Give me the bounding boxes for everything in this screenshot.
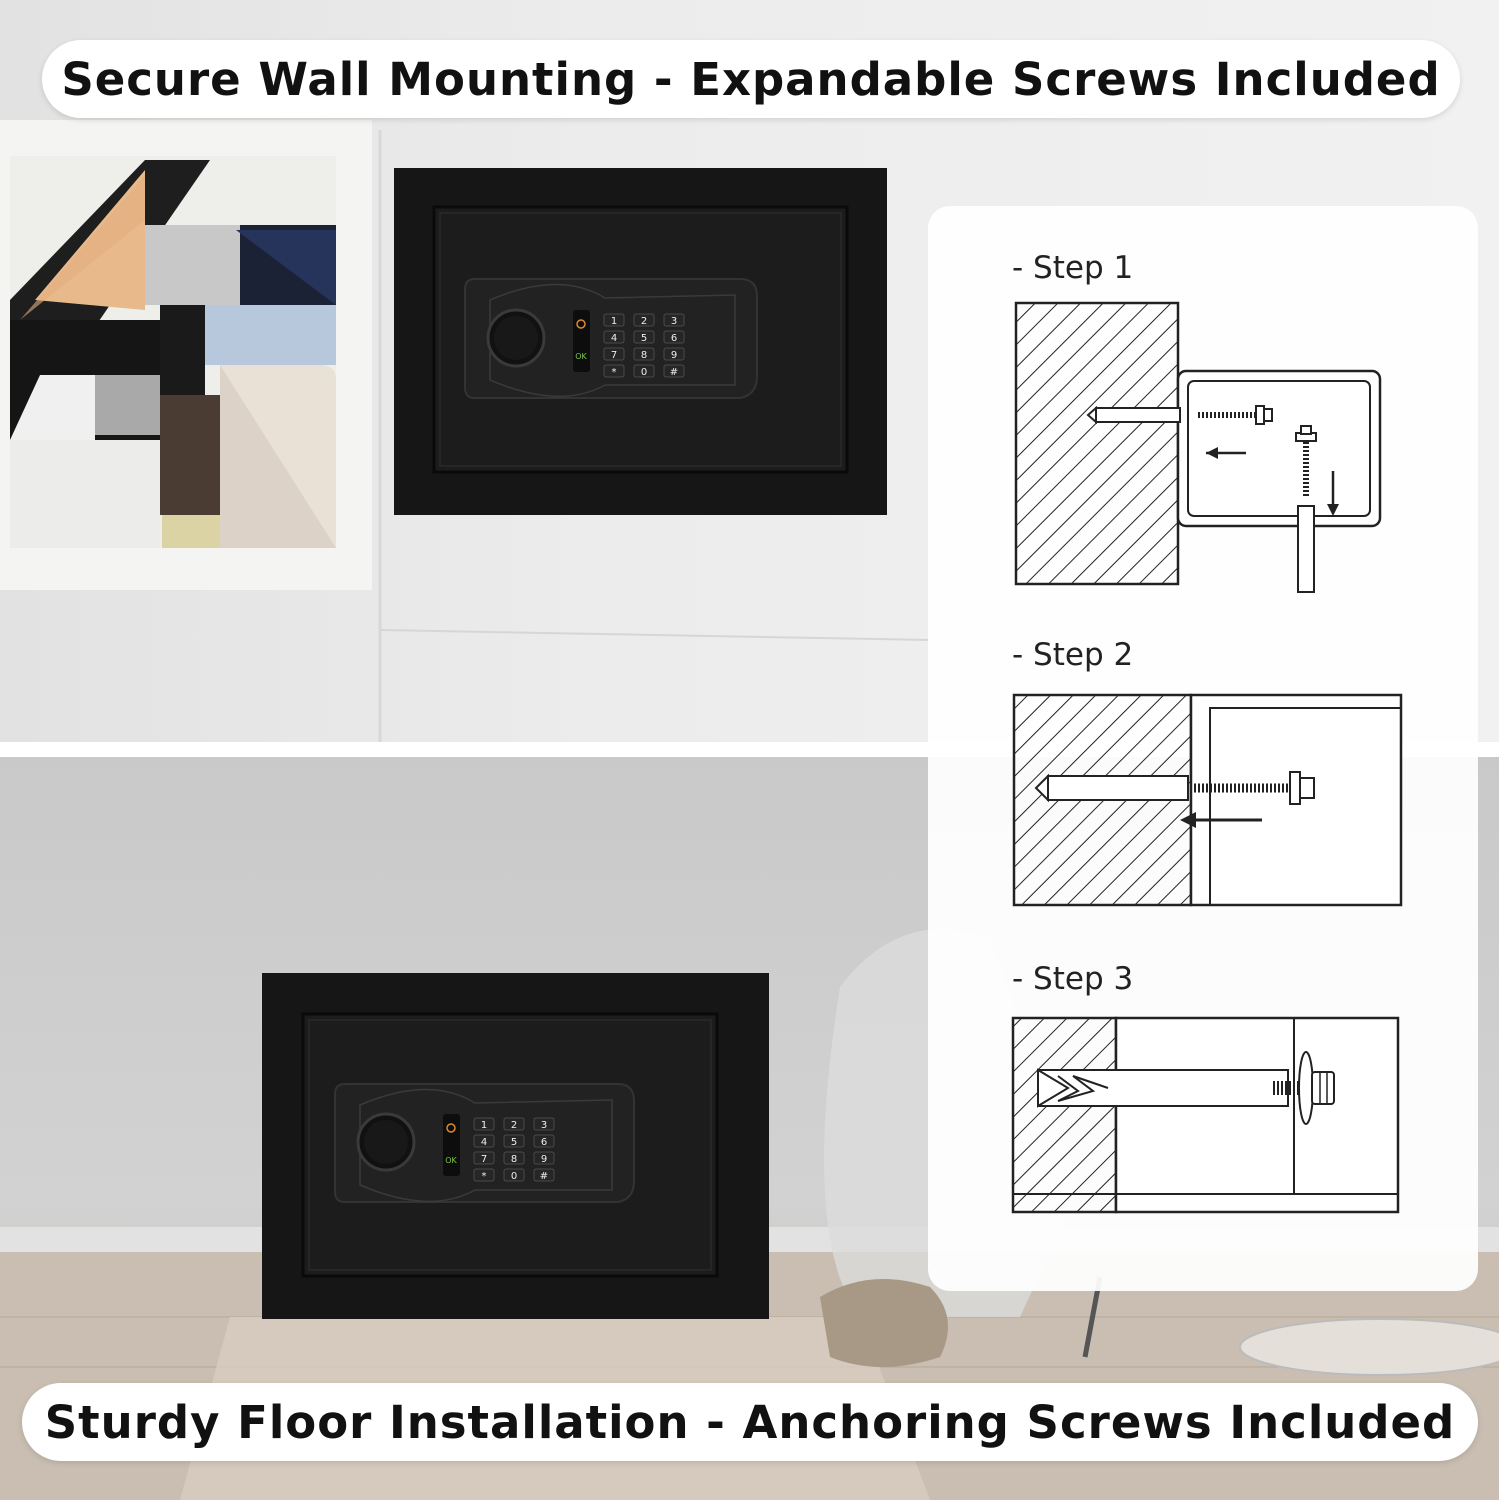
keypad-key-label: 3 — [671, 316, 677, 327]
wall-mounting-banner: Secure Wall Mounting - Expandable Screws… — [42, 40, 1460, 118]
keypad-key-label: 4 — [481, 1137, 487, 1148]
keypad-key — [633, 347, 655, 361]
keypad-key-label: * — [612, 367, 617, 378]
floor-installation-banner: Sturdy Floor Installation - Anchoring Sc… — [22, 1383, 1478, 1461]
keypad-key — [633, 364, 655, 378]
keypad-key — [503, 1151, 525, 1165]
keypad-key — [503, 1117, 525, 1131]
keypad-key — [663, 330, 685, 344]
keypad-key-label: 0 — [511, 1171, 517, 1182]
keypad-key-label: 9 — [541, 1154, 547, 1165]
framed-artwork — [0, 120, 372, 590]
keypad-key — [503, 1134, 525, 1148]
keypad-key-label: 1 — [611, 316, 617, 327]
keypad-key-label: 4 — [611, 333, 617, 344]
keypad-key-label: 2 — [511, 1120, 517, 1131]
step-1-label: - Step 1 — [1012, 250, 1134, 286]
wall-scene-illustration: OK 1 2 3 4 5 6 7 8 9 * 0 # — [0, 120, 931, 742]
keypad-key — [473, 1151, 495, 1165]
keypad-key — [663, 347, 685, 361]
keypad-key-label: 7 — [481, 1154, 487, 1165]
keypad-key — [473, 1168, 495, 1182]
keypad-key-label: 6 — [671, 333, 677, 344]
keypad-key-label: 8 — [511, 1154, 517, 1165]
keypad-key — [533, 1168, 555, 1182]
installation-diagrams — [1011, 301, 1403, 1214]
step-2-diagram — [1012, 693, 1403, 907]
step-3-label: - Step 3 — [1012, 961, 1134, 997]
svg-text:OK: OK — [575, 352, 587, 361]
keypad-key-label: * — [482, 1171, 487, 1182]
keypad-key-label: 8 — [641, 350, 647, 361]
keypad-key — [633, 313, 655, 327]
keypad-key-label: 2 — [641, 316, 647, 327]
keypad-key-label: 0 — [641, 367, 647, 378]
keypad-key — [603, 364, 625, 378]
keypad-key — [533, 1117, 555, 1131]
keypad-key-label: 7 — [611, 350, 617, 361]
keypad-key — [533, 1134, 555, 1148]
keypad-key-label: 5 — [641, 333, 647, 344]
keypad-key-label: 5 — [511, 1137, 517, 1148]
floor-safe: OK 1 2 3 4 5 6 7 8 9 * 0 # — [262, 973, 769, 1319]
step-1-diagram — [1014, 301, 1382, 593]
keypad-key — [473, 1134, 495, 1148]
keypad-key — [603, 347, 625, 361]
wall-safe: OK 1 2 3 4 5 6 7 8 9 * 0 # — [394, 168, 887, 515]
keypad-key — [533, 1151, 555, 1165]
keypad-key-label: 3 — [541, 1120, 547, 1131]
keypad-key-label: # — [670, 367, 678, 378]
keypad-key-label: # — [540, 1171, 548, 1182]
keypad-key-label: 9 — [671, 350, 677, 361]
keypad-key — [603, 330, 625, 344]
step-2-label: - Step 2 — [1012, 637, 1134, 673]
installation-steps-panel: - Step 1 - Step 2 - Step 3 — [928, 206, 1478, 1291]
keypad-key — [633, 330, 655, 344]
keypad-key — [503, 1168, 525, 1182]
keypad-key-label: 6 — [541, 1137, 547, 1148]
svg-text:OK: OK — [445, 1156, 457, 1165]
keypad-key-label: 1 — [481, 1120, 487, 1131]
keypad-key — [663, 364, 685, 378]
keypad-key — [663, 313, 685, 327]
keypad-key — [473, 1117, 495, 1131]
keypad-key — [603, 313, 625, 327]
step-3-diagram — [1011, 1016, 1400, 1214]
